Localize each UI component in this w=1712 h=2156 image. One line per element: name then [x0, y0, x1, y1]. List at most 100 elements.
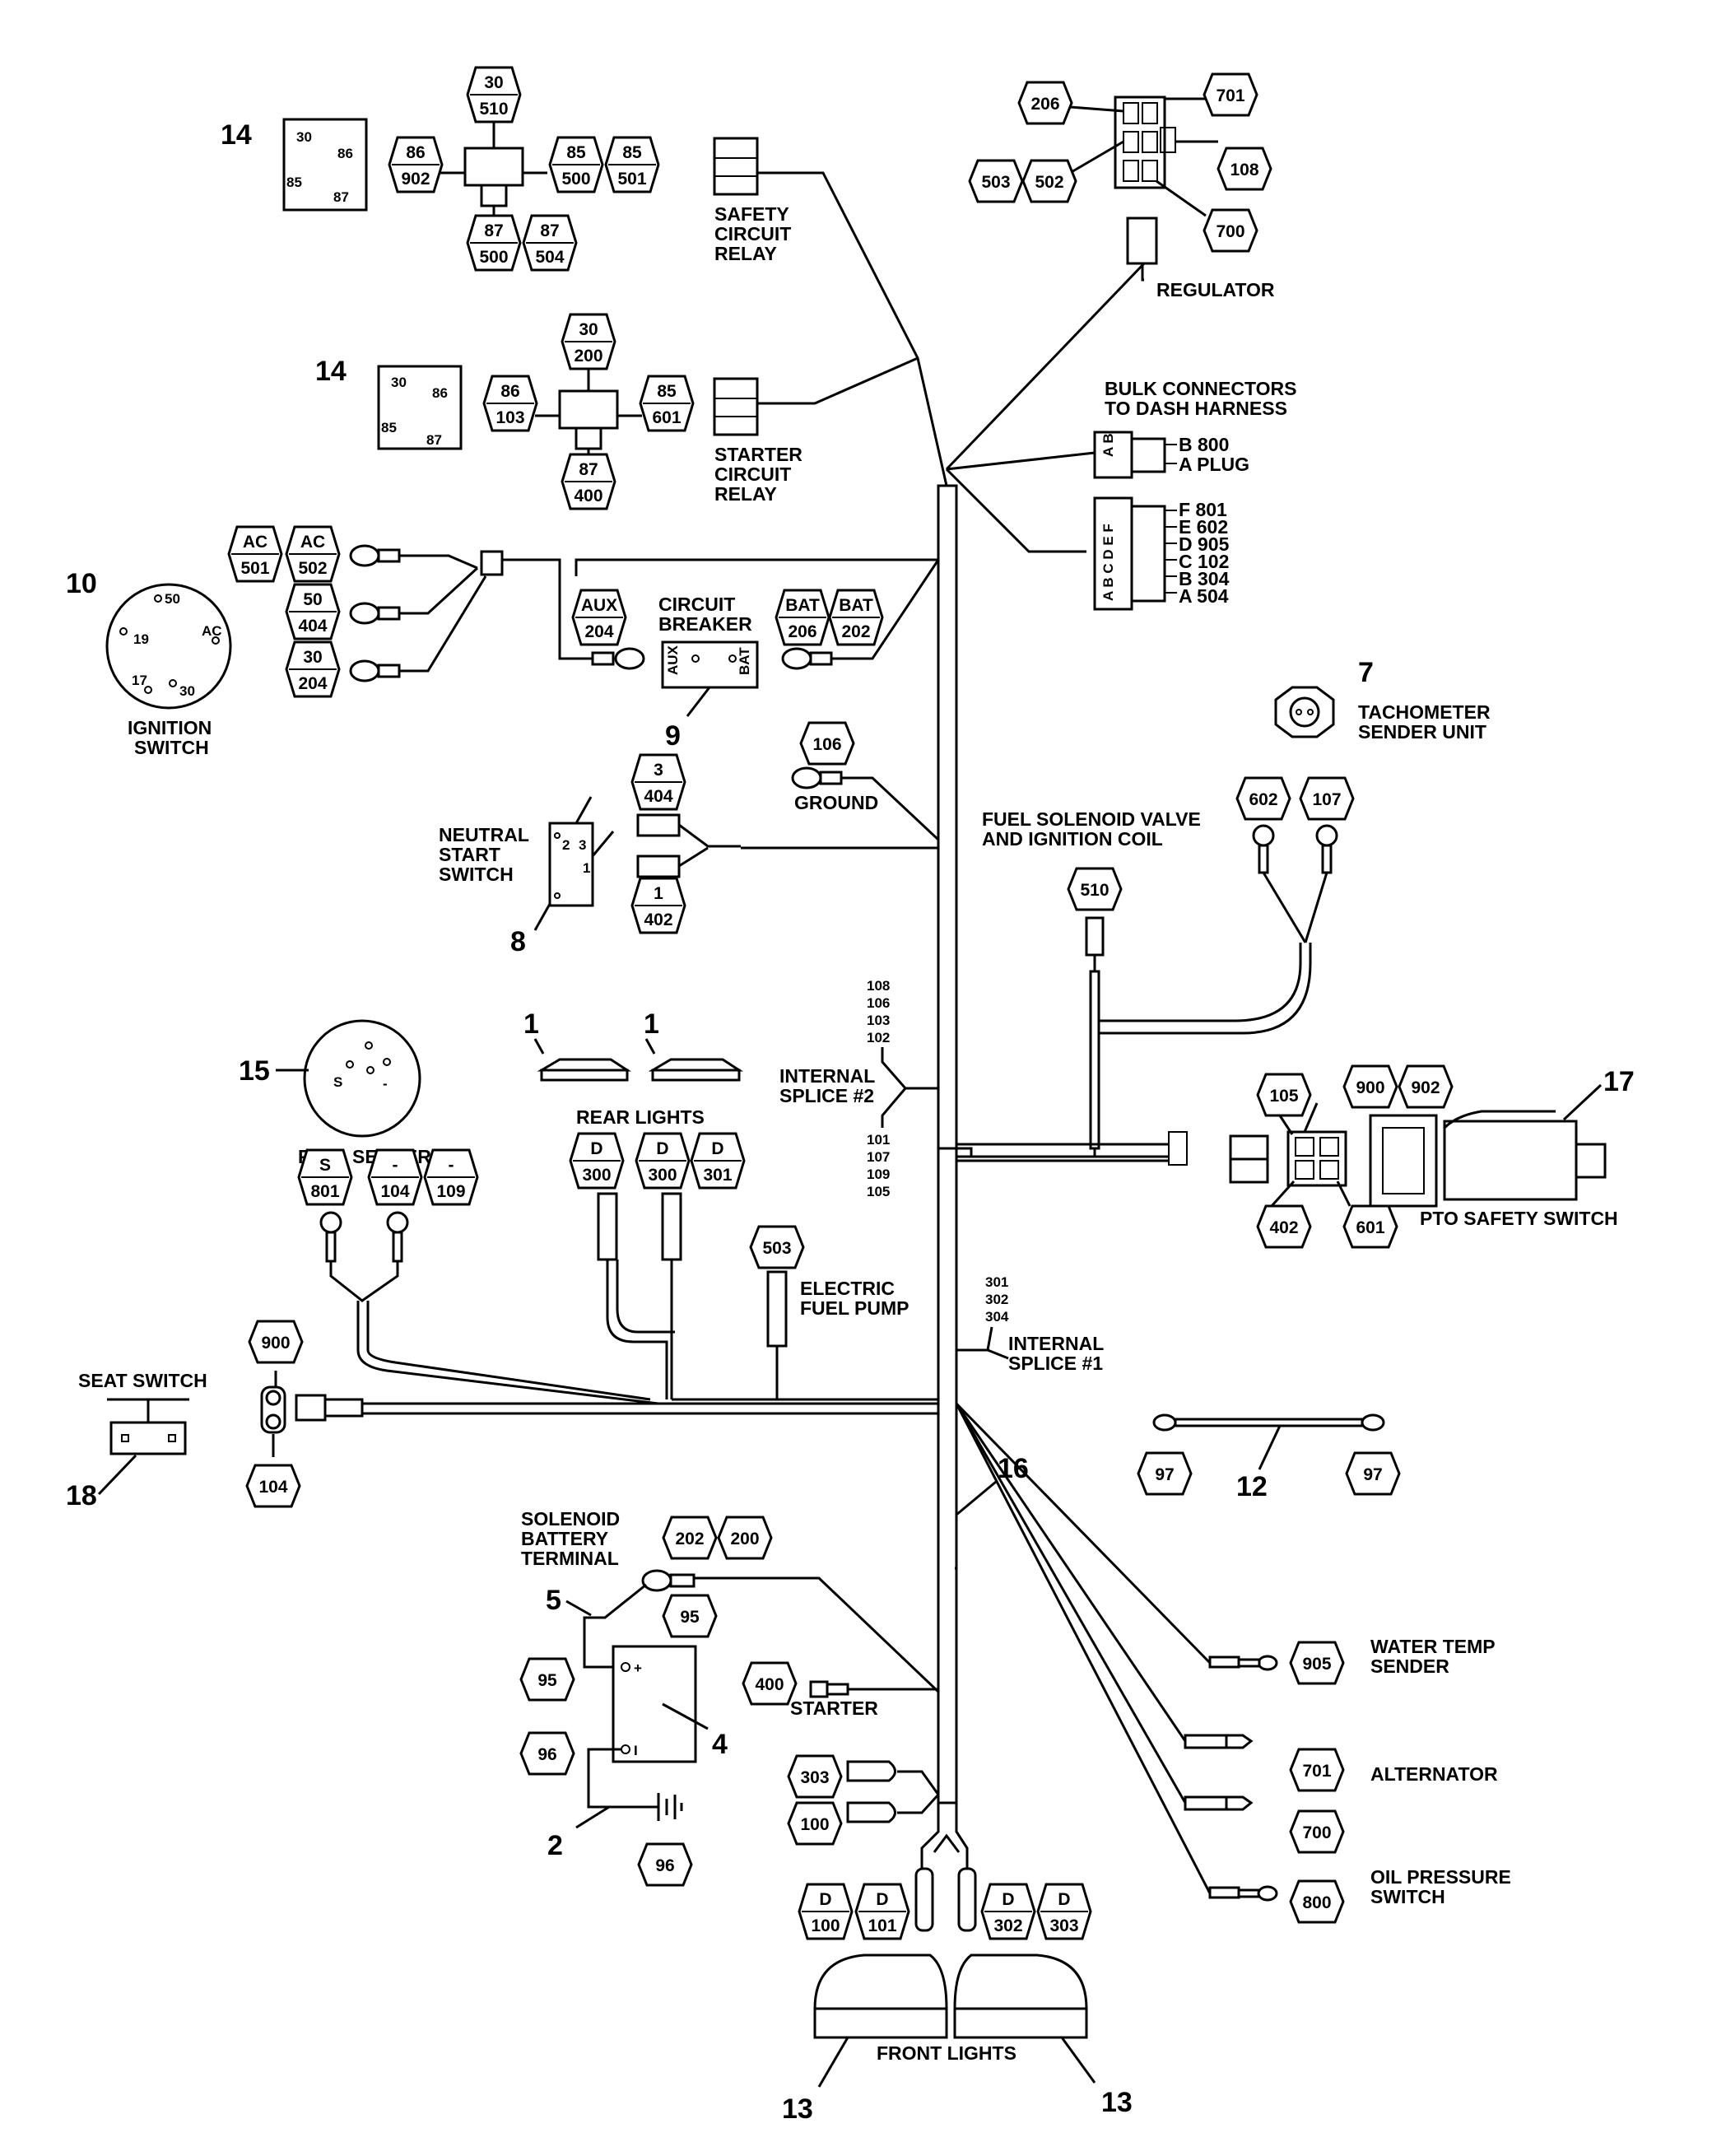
starter: STARTER: [790, 1680, 938, 1719]
wire-tag-text: 700: [1216, 222, 1244, 241]
fuel-sender-pin-minus: -: [383, 1076, 388, 1092]
wire-tag-text: 602: [1249, 790, 1277, 809]
wire-tag-text: 106: [812, 735, 841, 754]
water-label-1: WATER TEMP: [1370, 1636, 1496, 1657]
front-lights-label: FRONT LIGHTS: [877, 2042, 1016, 2064]
wire-tag-text: 95: [537, 1671, 557, 1690]
wire-tag-text: D: [1058, 1890, 1070, 1909]
wire-tag-text: AC: [243, 533, 268, 552]
wire-tag-text: D: [876, 1890, 888, 1909]
wire-tag-text: 109: [436, 1182, 465, 1201]
wire-tag-text: D: [819, 1890, 831, 1909]
wire-tag-text: 96: [537, 1745, 556, 1764]
tachometer-sender: 7 TACHOMETER SENDER UNIT: [1274, 657, 1491, 743]
splice1-top-301: 301: [985, 1274, 1008, 1290]
wire-tag-text: 302: [993, 1916, 1022, 1935]
wire-tag-text: 30: [484, 73, 503, 92]
wire-tag: 104: [245, 1464, 301, 1508]
callout-18: 18: [66, 1480, 97, 1511]
wire-tag: 97: [1137, 1451, 1193, 1496]
wire-tag-text: 510: [479, 100, 508, 119]
ground-label: GROUND: [794, 792, 878, 813]
wire-tag-text: 503: [762, 1239, 791, 1258]
callout-10: 10: [66, 568, 97, 599]
bulk-b-b304: B 304: [1179, 568, 1230, 589]
wire-tag-text: 701: [1302, 1762, 1331, 1781]
wire-tag: 303: [787, 1754, 843, 1799]
svg-text:I: I: [634, 1743, 638, 1758]
wire-tag-text: D: [1002, 1890, 1014, 1909]
svg-text:+: +: [634, 1660, 642, 1676]
wire-tag-text: 601: [1356, 1218, 1384, 1237]
neutral-label-3: SWITCH: [439, 864, 514, 885]
wire-tag-text: 103: [495, 408, 524, 427]
regulator-connector: [1069, 95, 1218, 217]
wire-tag: 503: [968, 159, 1024, 203]
wire-tag-text: 700: [1302, 1823, 1331, 1842]
cb-label-1: CIRCUIT: [658, 594, 735, 615]
wire-tag-text: 402: [1269, 1218, 1298, 1237]
solenoid-label-2: BATTERY: [521, 1528, 608, 1549]
bulk-b-d905: D 905: [1179, 533, 1230, 555]
wire-tag-text: 86: [500, 382, 519, 401]
wire-tag-text: 204: [584, 622, 613, 641]
ignition-pin-ac: AC: [202, 623, 222, 639]
splice1-top-302: 302: [985, 1292, 1008, 1307]
wire-tag-text: 501: [617, 170, 646, 189]
seat-label: SEAT SWITCH: [78, 1370, 207, 1391]
wire-tag: 900: [1342, 1064, 1398, 1109]
bulk-connectors: BULK CONNECTORS TO DASH HARNESS A B B 80…: [1093, 378, 1296, 611]
splice2-label-2: SPLICE #2: [779, 1085, 874, 1106]
pto-safety-switch: 17 PTO SAFETY SWITCH: [956, 1066, 1635, 1229]
wire-tag: D 303: [1036, 1883, 1092, 1940]
oil-label-1: OIL PRESSURE: [1370, 1866, 1511, 1888]
wire-tag-text: 500: [479, 248, 508, 267]
starter-relay-schematic: 30 86 85 87 14: [315, 356, 463, 450]
fuel-pump-label-1: ELECTRIC: [800, 1278, 895, 1299]
wire-tag-text: 303: [1049, 1916, 1078, 1935]
callout-7: 7: [1358, 657, 1374, 688]
bulk-b-pins: A B C D E F: [1100, 524, 1116, 601]
wire-tag-text: 801: [310, 1182, 339, 1201]
neutral-label-2: START: [439, 844, 500, 865]
wire-tag-text: 202: [675, 1530, 704, 1548]
wire-tag-text: 87: [484, 221, 503, 240]
callout-4: 4: [712, 1729, 728, 1760]
callout-13-b: 13: [1101, 2087, 1133, 2118]
wire-tag-text: 501: [240, 559, 269, 578]
splice1-label-1: INTERNAL: [1008, 1333, 1104, 1354]
solenoid-label-1: SOLENOID: [521, 1508, 620, 1530]
callout-12: 12: [1236, 1471, 1268, 1502]
regulator-label: REGULATOR: [1156, 279, 1275, 300]
wire-tag-text: 105: [1269, 1087, 1298, 1106]
wire-tag-text: 900: [1356, 1078, 1384, 1097]
ignition-pin-17: 17: [132, 673, 147, 688]
wire-tag-text: 404: [298, 617, 327, 636]
safety-relay-label-2: CIRCUIT: [714, 223, 791, 244]
starter-circuit-relay: STARTER CIRCUIT RELAY: [713, 377, 802, 505]
wire-tag-text: 3: [654, 761, 663, 780]
splice2-bot-101: 101: [867, 1132, 890, 1148]
bulk-a-aplug: A PLUG: [1179, 454, 1249, 475]
splice2-bot-105: 105: [867, 1184, 890, 1199]
bulk-b-c102: C 102: [1179, 551, 1229, 572]
callout-17: 17: [1603, 1066, 1635, 1097]
callout-8: 8: [510, 926, 526, 957]
wire-tag-text: 301: [703, 1166, 732, 1185]
wire-tag-text: 95: [680, 1608, 700, 1627]
wire-tag-text: 502: [298, 559, 327, 578]
starter-relay-label-2: CIRCUIT: [714, 463, 791, 485]
wire-tag: 95: [662, 1594, 718, 1638]
wire-tag-text: D: [590, 1139, 602, 1158]
cb-aux: AUX: [665, 645, 681, 675]
wire-tag-text: 900: [261, 1334, 290, 1353]
ignition-label-2: SWITCH: [134, 737, 209, 758]
bulk-label-1: BULK CONNECTORS: [1105, 378, 1296, 399]
starter-relay-connector: [535, 354, 642, 461]
